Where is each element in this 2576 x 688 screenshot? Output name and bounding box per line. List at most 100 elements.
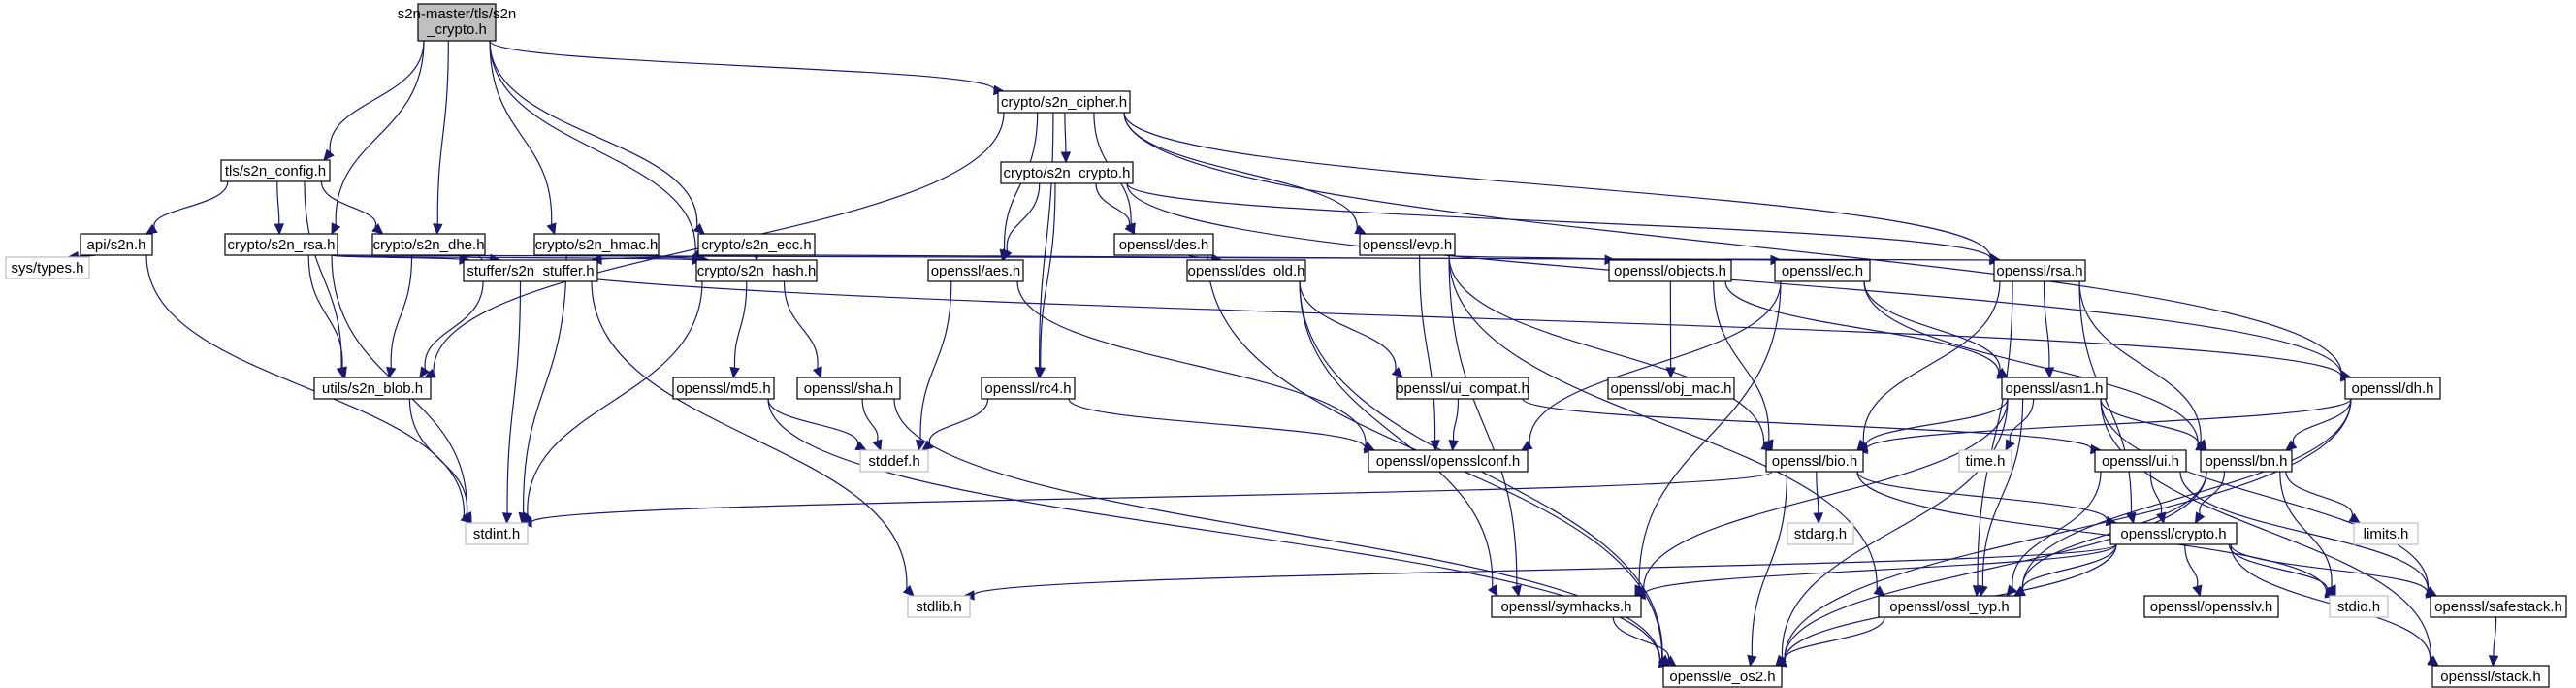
edge-crypto-s2n-cipher-h-to-openssl-evp-h <box>1123 112 1368 235</box>
node-openssl-md5-h[interactable]: openssl/md5.h <box>672 377 775 400</box>
node-tls-s2n-config-h[interactable]: tls/s2n_config.h <box>220 159 331 182</box>
node-openssl-symhacks-h[interactable]: openssl/symhacks.h <box>1491 595 1642 618</box>
node-openssl-evp-h[interactable]: openssl/evp.h <box>1359 233 1456 256</box>
node-openssl-stack-h[interactable]: openssl/stack.h <box>2431 665 2550 688</box>
node-label: crypto/s2n_hash.h <box>697 263 817 279</box>
node-label: openssl/opensslconf.h <box>1376 453 1520 470</box>
node-label: openssl/symhacks.h <box>1500 599 1631 615</box>
node-stuffer-s2n-stuffer-h[interactable]: stuffer/s2n_stuffer.h <box>463 259 598 282</box>
node-label: stdlib.h <box>916 599 962 615</box>
node-label: openssl/bio.h <box>1772 453 1857 470</box>
edge-tls-s2n-config-h-to-api-s2n-h <box>145 180 229 235</box>
edge-openssl-sha-h-to-openssl-e-os2-h <box>893 398 1671 668</box>
node-label: api/s2n.h <box>87 237 146 253</box>
node-openssl-sha-h[interactable]: openssl/sha.h <box>796 377 901 400</box>
node-label: stddef.h <box>868 453 919 470</box>
node-openssl-bio-h[interactable]: openssl/bio.h <box>1765 449 1864 473</box>
node-sys-types-h: sys/types.h <box>5 256 90 279</box>
node-openssl-rsa-h[interactable]: openssl/rsa.h <box>1993 259 2086 282</box>
file-nodes: s2n-master/tls/s2n _crypto.h tls/s2n_con… <box>5 3 2567 688</box>
node-stdio-h: stdio.h <box>2329 595 2389 618</box>
edge-openssl-bn-h-to-stdio-h <box>2279 471 2336 598</box>
node-openssl-objects-h[interactable]: openssl/objects.h <box>1608 259 1732 282</box>
edge-openssl-dh-h-to-openssl-e-os2-h <box>1774 398 2352 667</box>
edge-root-to-crypto-s2n-ecc-h <box>489 40 705 235</box>
edge-openssl-des-old-h-to-openssl-symhacks-h <box>1299 280 1498 598</box>
node-s2n-master-tls-s2n-crypto-h: s2n-master/tls/s2n _crypto.h <box>398 3 516 42</box>
node-openssl-opensslv-h[interactable]: openssl/opensslv.h <box>2143 595 2279 618</box>
edge-crypto-s2n-cipher-h-to-openssl-dh-h <box>1123 112 2353 380</box>
node-api-s2n-h[interactable]: api/s2n.h <box>80 233 153 256</box>
edge-openssl-objects-h-to-openssl-obj-mac-h <box>1665 280 1676 379</box>
edge-tls-s2n-config-h-to-crypto-s2n-rsa-h <box>274 180 285 236</box>
edge-openssl-ui-compat-h-to-openssl-opensslconf-h <box>1448 398 1460 452</box>
node-label: crypto/s2n_rsa.h <box>228 237 336 253</box>
node-openssl-ossl-typ-h[interactable]: openssl/ossl_typ.h <box>1878 595 2021 618</box>
node-openssl-obj-mac-h[interactable]: openssl/obj_mac.h <box>1607 377 1735 400</box>
node-crypto-s2n-rsa-h[interactable]: crypto/s2n_rsa.h <box>224 233 338 256</box>
edge-openssl-asn1-h-to-openssl-ossl-typ-h <box>1978 398 2024 598</box>
node-openssl-ui-h[interactable]: openssl/ui.h <box>2094 449 2187 473</box>
node-openssl-asn1-h[interactable]: openssl/asn1.h <box>2001 377 2108 400</box>
node-openssl-bn-h[interactable]: openssl/bn.h <box>2200 449 2293 473</box>
edge-openssl-ui-h-to-openssl-ossl-typ-h <box>2006 471 2102 597</box>
node-openssl-crypto-h[interactable]: openssl/crypto.h <box>2109 522 2238 545</box>
node-label: openssl/ui_compat.h <box>1396 380 1530 397</box>
node-openssl-e-os2-h[interactable]: openssl/e_os2.h <box>1662 665 1783 688</box>
edge-openssl-dh-h-to-openssl-bio-h <box>1855 398 2352 455</box>
edge-openssl-crypto-h-to-stdlib-h <box>962 543 2117 601</box>
node-time-h: time.h <box>1958 449 2012 473</box>
edge-openssl-asn1-h-to-time-h <box>2005 398 2035 452</box>
edge-openssl-ec-h-to-openssl-opensslconf-h <box>1520 280 1782 451</box>
edge-openssl-objects-h-to-openssl-asn1-h <box>1724 280 2010 379</box>
edge-utils-s2n-blob-h-to-stdint-h <box>408 398 472 525</box>
node-label: openssl/e_os2.h <box>1669 669 1775 685</box>
edge-openssl-evp-h-to-openssl-ossl-typ-h <box>1448 254 1885 597</box>
node-utils-s2n-blob-h[interactable]: utils/s2n_blob.h <box>313 377 432 400</box>
node-crypto-s2n-hmac-h[interactable]: crypto/s2n_hmac.h <box>533 233 660 256</box>
edge-openssl-evp-h-to-openssl-objects-h <box>1448 254 1617 265</box>
edge-openssl-bio-h-to-stdarg-h <box>1813 471 1823 525</box>
node-label: openssl/stack.h <box>2440 669 2540 685</box>
dependency-edges <box>67 40 2499 669</box>
node-openssl-des-old-h[interactable]: openssl/des_old.h <box>1186 259 1306 282</box>
node-openssl-dh-h[interactable]: openssl/dh.h <box>2344 377 2441 400</box>
node-openssl-ui-compat-h[interactable]: openssl/ui_compat.h <box>1396 377 1530 400</box>
edge-openssl-sha-h-to-stddef-h <box>861 398 883 452</box>
node-label: sys/types.h <box>11 260 83 277</box>
edge-openssl-ui-compat-h-to-openssl-ui-h <box>1522 398 2103 455</box>
node-crypto-s2n-crypto-h[interactable]: crypto/s2n_crypto.h <box>1000 161 1134 184</box>
node-openssl-opensslconf-h[interactable]: openssl/opensslconf.h <box>1368 449 1529 473</box>
node-openssl-ec-h[interactable]: openssl/ec.h <box>1774 259 1871 282</box>
edge-crypto-s2n-hash-h-to-openssl-sha-h <box>783 280 822 379</box>
edge-stuffer-s2n-stuffer-h-to-stdint-h <box>501 280 522 525</box>
node-openssl-aes-h[interactable]: openssl/aes.h <box>927 259 1024 282</box>
edge-crypto-s2n-hash-h-to-openssl-md5-h <box>729 280 748 379</box>
node-label: stdarg.h <box>1794 526 1847 542</box>
node-label: openssl/objects.h <box>1614 263 1726 279</box>
node-openssl-rc4-h[interactable]: openssl/rc4.h <box>981 377 1076 400</box>
node-crypto-s2n-cipher-h[interactable]: crypto/s2n_cipher.h <box>997 90 1131 114</box>
node-crypto-s2n-ecc-h[interactable]: crypto/s2n_ecc.h <box>697 233 816 256</box>
node-crypto-s2n-hash-h[interactable]: crypto/s2n_hash.h <box>695 259 818 282</box>
edge-root-to-crypto-s2n-rsa-h <box>331 40 425 236</box>
node-label: crypto/s2n_hmac.h <box>535 237 659 253</box>
edge-crypto-s2n-dhe-h-to-utils-s2n-blob-h <box>386 254 413 379</box>
node-crypto-s2n-dhe-h[interactable]: crypto/s2n_dhe.h <box>371 233 486 256</box>
node-label: openssl/dh.h <box>2351 380 2433 397</box>
edge-root-to-crypto-s2n-dhe-h <box>433 40 449 236</box>
edge-openssl-evp-h-to-openssl-symhacks-h <box>1448 254 1522 598</box>
node-openssl-des-h[interactable]: openssl/des.h <box>1113 233 1214 256</box>
edge-crypto-s2n-cipher-h-to-crypto-s2n-crypto-h <box>1060 112 1072 164</box>
node-openssl-safestack-h[interactable]: openssl/safestack.h <box>2430 595 2567 618</box>
edge-crypto-s2n-crypto-h-to-openssl-des-h <box>1095 182 1136 235</box>
node-label: openssl/crypto.h <box>2120 526 2226 542</box>
node-label: crypto/s2n_crypto.h <box>1004 165 1131 181</box>
edge-openssl-dh-h-to-openssl-bn-h <box>2285 398 2352 451</box>
edge-crypto-s2n-cipher-h-to-openssl-rc4-h <box>1034 112 1054 379</box>
edge-crypto-s2n-hash-h-to-stdint-h <box>521 280 703 524</box>
edge-openssl-rsa-h-to-openssl-asn1-h <box>2043 280 2055 379</box>
node-label: openssl/opensslv.h <box>2150 599 2272 615</box>
edge-openssl-bio-h-to-stdio-h <box>1856 471 2337 599</box>
node-label: openssl/rc4.h <box>984 380 1071 397</box>
